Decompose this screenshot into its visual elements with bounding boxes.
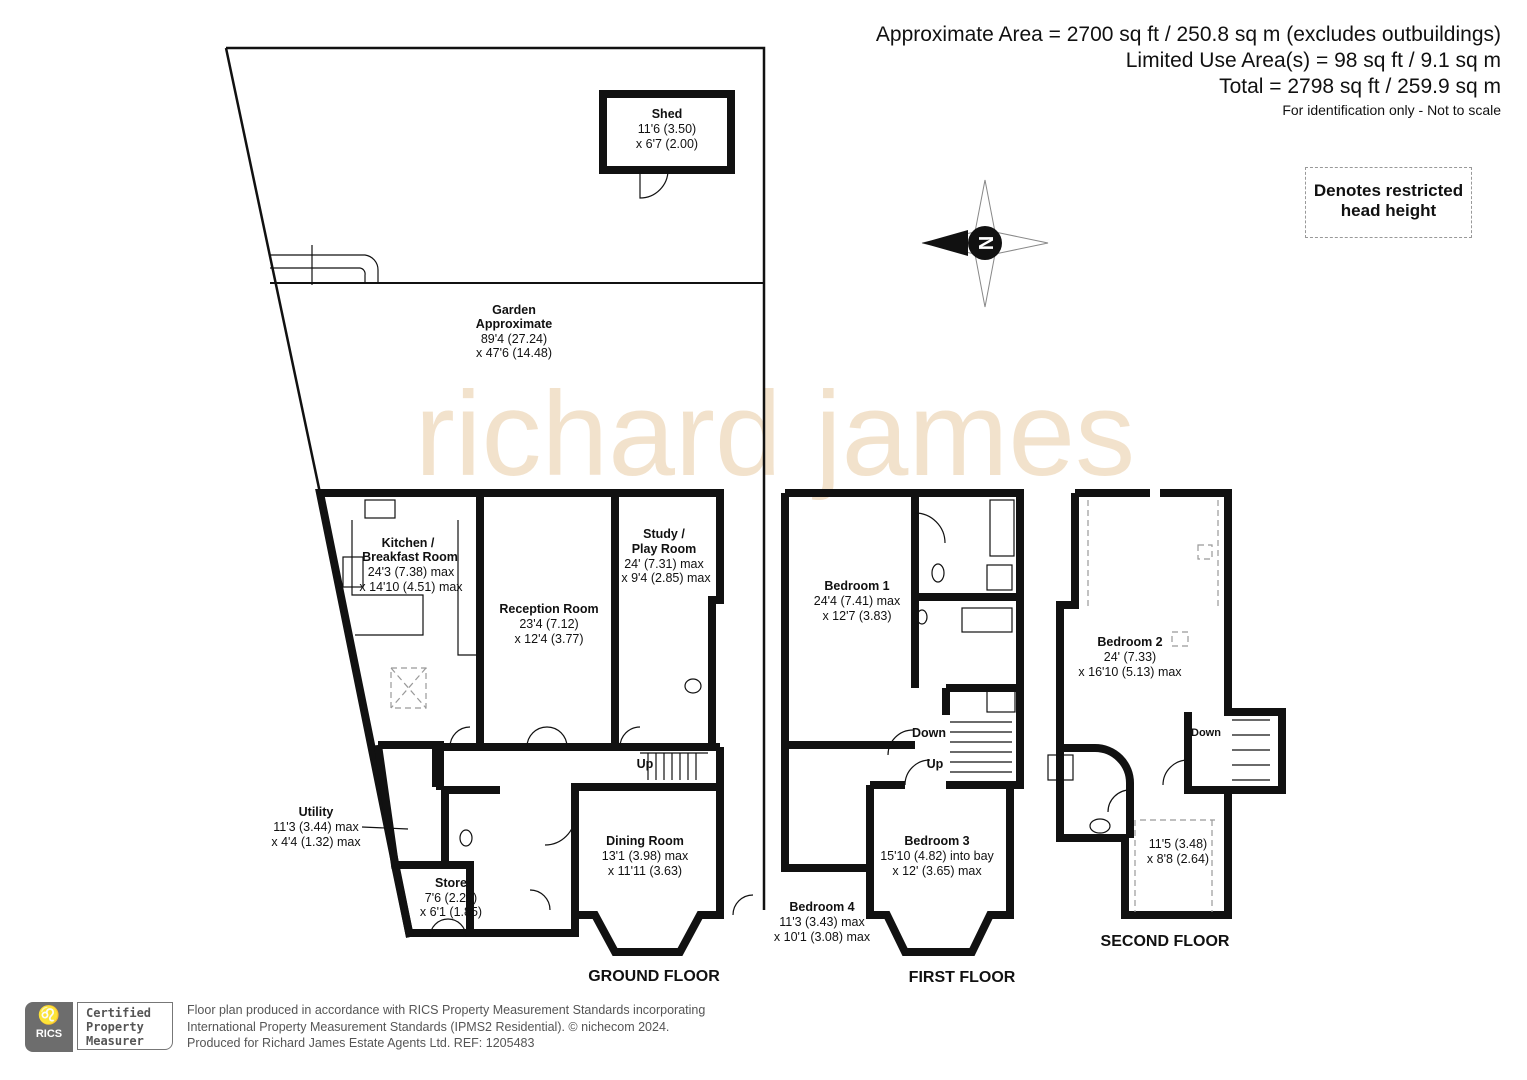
svg-text:11'5 (3.48): 11'5 (3.48) xyxy=(1149,837,1207,851)
room-shed: Shed 11'6 (3.50) x 6'7 (2.00) xyxy=(636,107,698,151)
svg-text:x 14'10 (4.51) max: x 14'10 (4.51) max xyxy=(359,580,463,594)
svg-text:Store: Store xyxy=(435,876,467,890)
svg-text:Approximate: Approximate xyxy=(476,317,552,331)
svg-text:x 9'4 (2.85) max: x 9'4 (2.85) max xyxy=(621,571,711,585)
room-bedroom-3: Bedroom 3 15'10 (4.82) into bay x 12' (3… xyxy=(880,834,994,878)
room-garden: Garden Approximate 89'4 (27.24) x 47'6 (… xyxy=(476,303,552,360)
compass-icon: N xyxy=(921,179,1049,308)
svg-text:Study /: Study / xyxy=(643,527,685,541)
second-floor-plan xyxy=(1047,489,1286,919)
approximate-area: Approximate Area = 2700 sq ft / 250.8 sq… xyxy=(875,23,1501,46)
shed-door[interactable] xyxy=(639,169,669,199)
svg-text:Dining Room: Dining Room xyxy=(606,834,684,848)
svg-text:11'3 (3.43) max: 11'3 (3.43) max xyxy=(779,915,865,929)
room-bedroom-1: Bedroom 1 24'4 (7.41) max x 12'7 (3.83) xyxy=(814,579,901,623)
svg-text:24' (7.33): 24' (7.33) xyxy=(1104,650,1156,664)
svg-text:Kitchen /: Kitchen / xyxy=(382,536,435,550)
ground-floor-title: GROUND FLOOR xyxy=(588,968,720,985)
svg-text:Breakfast Room: Breakfast Room xyxy=(362,550,458,564)
lion-icon: ♌ xyxy=(37,1005,61,1025)
rics-badge: ♌ RICS Certified Property Measurer xyxy=(25,1002,177,1052)
svg-text:89'4 (27.24): 89'4 (27.24) xyxy=(481,332,547,346)
svg-text:13'1 (3.98) max: 13'1 (3.98) max xyxy=(602,849,689,863)
ground-floor-plan xyxy=(315,489,754,956)
first-floor-title: FIRST FLOOR xyxy=(909,969,1016,986)
svg-text:x 47'6 (14.48): x 47'6 (14.48) xyxy=(476,346,552,360)
svg-text:x 8'8 (2.64): x 8'8 (2.64) xyxy=(1147,852,1209,866)
stairs-up-label: Up xyxy=(927,757,944,771)
room-bedroom-2: Bedroom 2 24' (7.33) x 16'10 (5.13) max xyxy=(1078,635,1182,679)
limited-use-area: Limited Use Area(s) = 98 sq ft / 9.1 sq … xyxy=(1125,49,1501,72)
room-reception: Reception Room 23'4 (7.12) x 12'4 (3.77) xyxy=(499,602,598,646)
svg-text:x 4'4 (1.32) max: x 4'4 (1.32) max xyxy=(271,835,361,849)
room-store: Store 7'6 (2.29) x 6'1 (1.85) xyxy=(420,876,482,919)
svg-text:24'3 (7.38) max: 24'3 (7.38) max xyxy=(368,565,455,579)
svg-text:x 6'1 (1.85): x 6'1 (1.85) xyxy=(420,905,482,919)
garden-outline xyxy=(224,46,766,910)
svg-text:Play Room: Play Room xyxy=(632,542,697,556)
total-area: Total = 2798 sq ft / 259.9 sq m xyxy=(1219,75,1501,98)
svg-text:x 12'4 (3.77): x 12'4 (3.77) xyxy=(514,632,583,646)
svg-text:Bedroom 4: Bedroom 4 xyxy=(789,900,854,914)
svg-text:11'6 (3.50): 11'6 (3.50) xyxy=(638,122,696,136)
shed-outline xyxy=(599,90,735,174)
svg-text:x 11'11 (3.63): x 11'11 (3.63) xyxy=(608,864,682,878)
svg-text:Reception Room: Reception Room xyxy=(499,602,598,616)
restricted-head-height-legend: Denotes restricted head height xyxy=(1305,167,1472,238)
rics-logo: ♌ RICS xyxy=(25,1002,73,1052)
room-bedroom-2-alcove: 11'5 (3.48) x 8'8 (2.64) xyxy=(1147,837,1209,866)
svg-text:Garden: Garden xyxy=(492,303,536,317)
svg-text:Bedroom 2: Bedroom 2 xyxy=(1097,635,1162,649)
svg-text:x 10'1 (3.08) max: x 10'1 (3.08) max xyxy=(774,930,871,944)
svg-text:23'4 (7.12): 23'4 (7.12) xyxy=(519,617,578,631)
scale-note: For identification only - Not to scale xyxy=(1282,102,1501,118)
svg-text:11'3 (3.44) max: 11'3 (3.44) max xyxy=(273,820,359,834)
svg-text:x 12'7 (3.83): x 12'7 (3.83) xyxy=(822,609,891,623)
room-kitchen: Kitchen / Breakfast Room 24'3 (7.38) max… xyxy=(359,536,463,594)
footer-text: Floor plan produced in accordance with R… xyxy=(187,1003,706,1050)
svg-text:N: N xyxy=(976,236,998,250)
svg-text:Shed: Shed xyxy=(652,107,683,121)
room-bedroom-4: Bedroom 4 11'3 (3.43) max x 10'1 (3.08) … xyxy=(774,900,871,944)
second-floor-title: SECOND FLOOR xyxy=(1101,933,1230,950)
svg-text:x 6'7 (2.00): x 6'7 (2.00) xyxy=(636,137,698,151)
svg-text:x 12' (3.65) max: x 12' (3.65) max xyxy=(892,864,982,878)
rics-badge-text: Certified Property Measurer xyxy=(77,1002,173,1050)
stairs-down-label: Down xyxy=(912,726,946,740)
svg-text:24'4 (7.41) max: 24'4 (7.41) max xyxy=(814,594,901,608)
room-dining: Dining Room 13'1 (3.98) max x 11'11 (3.6… xyxy=(602,834,689,878)
svg-text:Utility: Utility xyxy=(299,805,334,819)
svg-text:Bedroom 1: Bedroom 1 xyxy=(824,579,889,593)
watermark: richard james xyxy=(415,367,1135,501)
svg-text:7'6 (2.29): 7'6 (2.29) xyxy=(425,891,477,905)
svg-text:x 16'10 (5.13) max: x 16'10 (5.13) max xyxy=(1078,665,1182,679)
room-utility: Utility 11'3 (3.44) max x 4'4 (1.32) max xyxy=(271,805,409,849)
first-floor-plan xyxy=(781,489,1024,956)
area-summary: Approximate Area = 2700 sq ft / 250.8 sq… xyxy=(876,22,1501,120)
svg-text:24' (7.31) max: 24' (7.31) max xyxy=(624,557,704,571)
room-study: Study / Play Room 24' (7.31) max x 9'4 (… xyxy=(621,527,711,585)
stairs-up-label: Up xyxy=(637,757,654,771)
stairs-down-label: Down xyxy=(1191,727,1221,739)
svg-text:Bedroom 3: Bedroom 3 xyxy=(904,834,969,848)
svg-text:15'10 (4.82) into bay: 15'10 (4.82) into bay xyxy=(880,849,994,863)
